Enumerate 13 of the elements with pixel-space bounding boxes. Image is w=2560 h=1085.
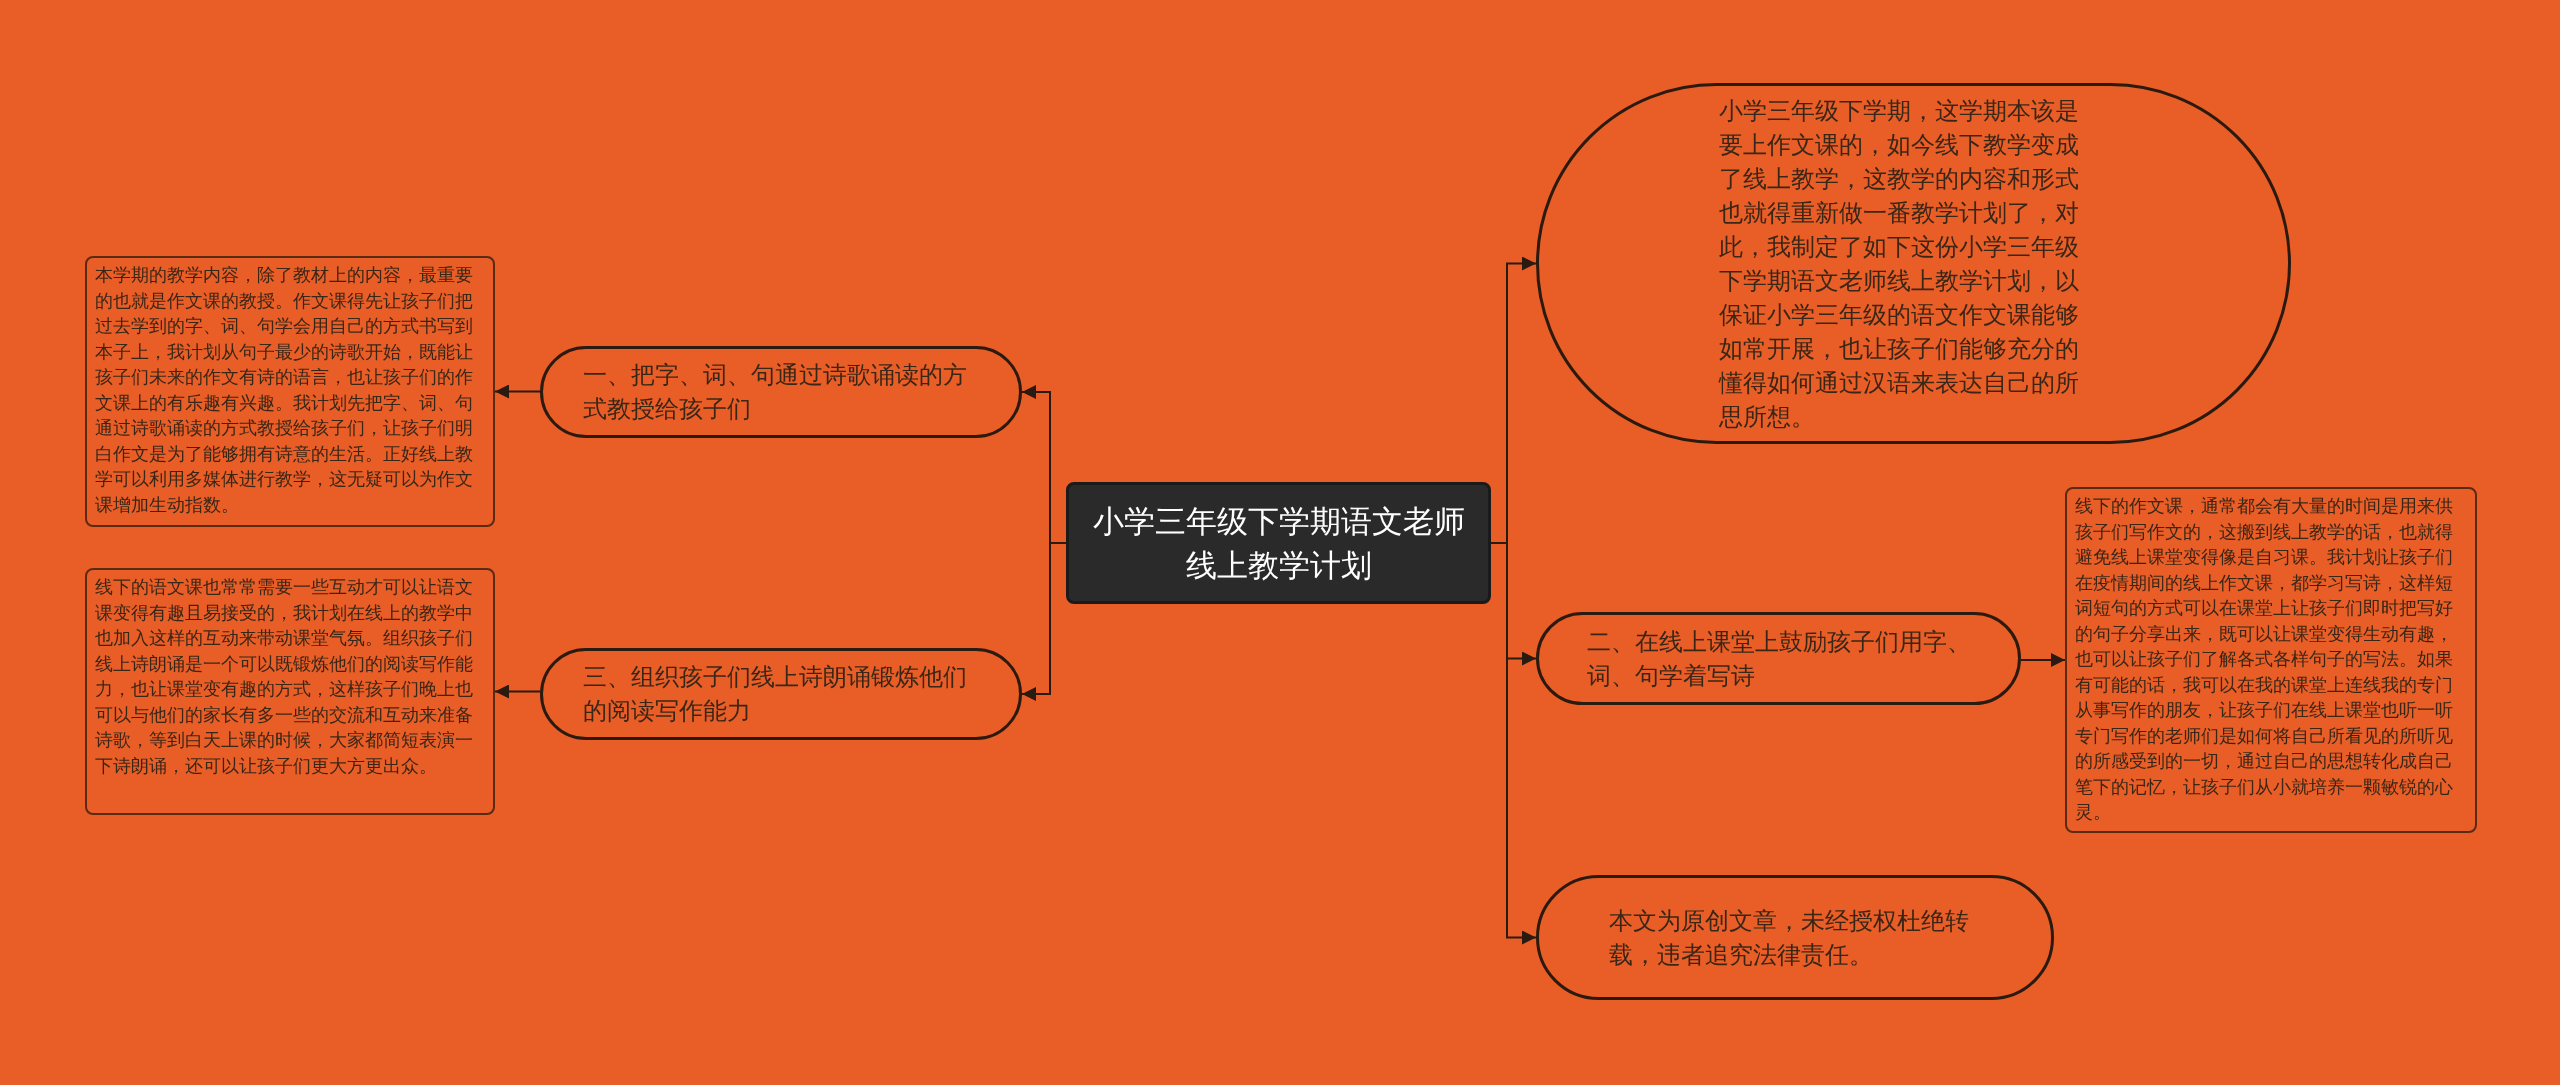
arrow xyxy=(2020,653,2066,667)
note-box: 本学期的教学内容，除了教材上的内容，最重要的也就是作文课的教授。作文课得先让孩子们把过去学到的字、词、句学会用自己的方式书写到本子上，我计划从句子最少的诗歌开始，既能让孩子们未来的作文有诗的语言，也让孩子们的作文课上的有乐趣有兴趣。我计划先把字、词、句通过诗歌诵读的方式教授给孩子们，让孩子们明白作文是为了能够拥有诗意的生活。正好线上教学可以利用多媒体进行教学，这无疑可以为作文课增加生动指数。 xyxy=(85,256,495,527)
arrow xyxy=(494,384,541,399)
arrow xyxy=(1021,542,1067,701)
topic-pill: 二、在线上课堂上鼓励孩子们用字、词、句学着写诗 xyxy=(1536,612,2021,705)
intro-pill: 小学三年级下学期，这学期本该是要上作文课的，如今线下教学变成了线上教学，这教学的内容和形式也就得重新做一番教学计划了，对此，我制定了如下这份小学三年级下学期语文老师线上教学计划，以保证小学三年级的语文作文课能够如常开展，也让孩子们能够充分的懂得如何通过汉语来表达自己的所思所想。 xyxy=(1536,83,2291,444)
central-topic-box: 小学三年级下学期语文老师线上教学计划 xyxy=(1066,482,1491,604)
note-box: 线下的语文课也常常需要一些互动才可以让语文课变得有趣且易接受的，我计划在线上的教学中也加入这样的互动来带动课堂气氛。组织孩子们线上诗朗诵是一个可以既锻炼他们的阅读写作能力，也让课堂变有趣的方式，这样孩子们晚上也可以与他们的家长有多一些的交流和互动来准备诗歌，等到白天上课的时候，大家都简短表演一下诗朗诵，还可以让孩子们更大方更出众。 xyxy=(85,568,495,815)
topic-pill: 一、把字、词、句通过诗歌诵读的方式教授给孩子们 xyxy=(540,346,1022,438)
topic-pill: 本文为原创文章，未经授权杜绝转载，违者追究法律责任。 xyxy=(1536,875,2054,1000)
arrow xyxy=(494,684,541,699)
topic-pill: 三、组织孩子们线上诗朗诵锻炼他们的阅读写作能力 xyxy=(540,648,1022,740)
note-box: 线下的作文课，通常都会有大量的时间是用来供孩子们写作文的，这搬到线上教学的话，也就得避免线上课堂变得像是自习课。我计划让孩子们在疫情期间的线上作文课，都学习写诗，这样短词短句的方式可以在课堂上让孩子们即时把写好的句子分享出来，既可以让课堂变得生动有趣，也可以让孩子们了解各式各样句子的写法。如果有可能的话，我可以在我的课堂上连线我的专门从事写作的朋友，让孩子们在线上课堂也听一听专门写作的老师们是如何将自己所看见的所听见的所感受到的一切，通过自己的思想转化成自己笔下的记忆，让孩子们从小就培养一颗敏锐的心灵。 xyxy=(2065,487,2477,833)
